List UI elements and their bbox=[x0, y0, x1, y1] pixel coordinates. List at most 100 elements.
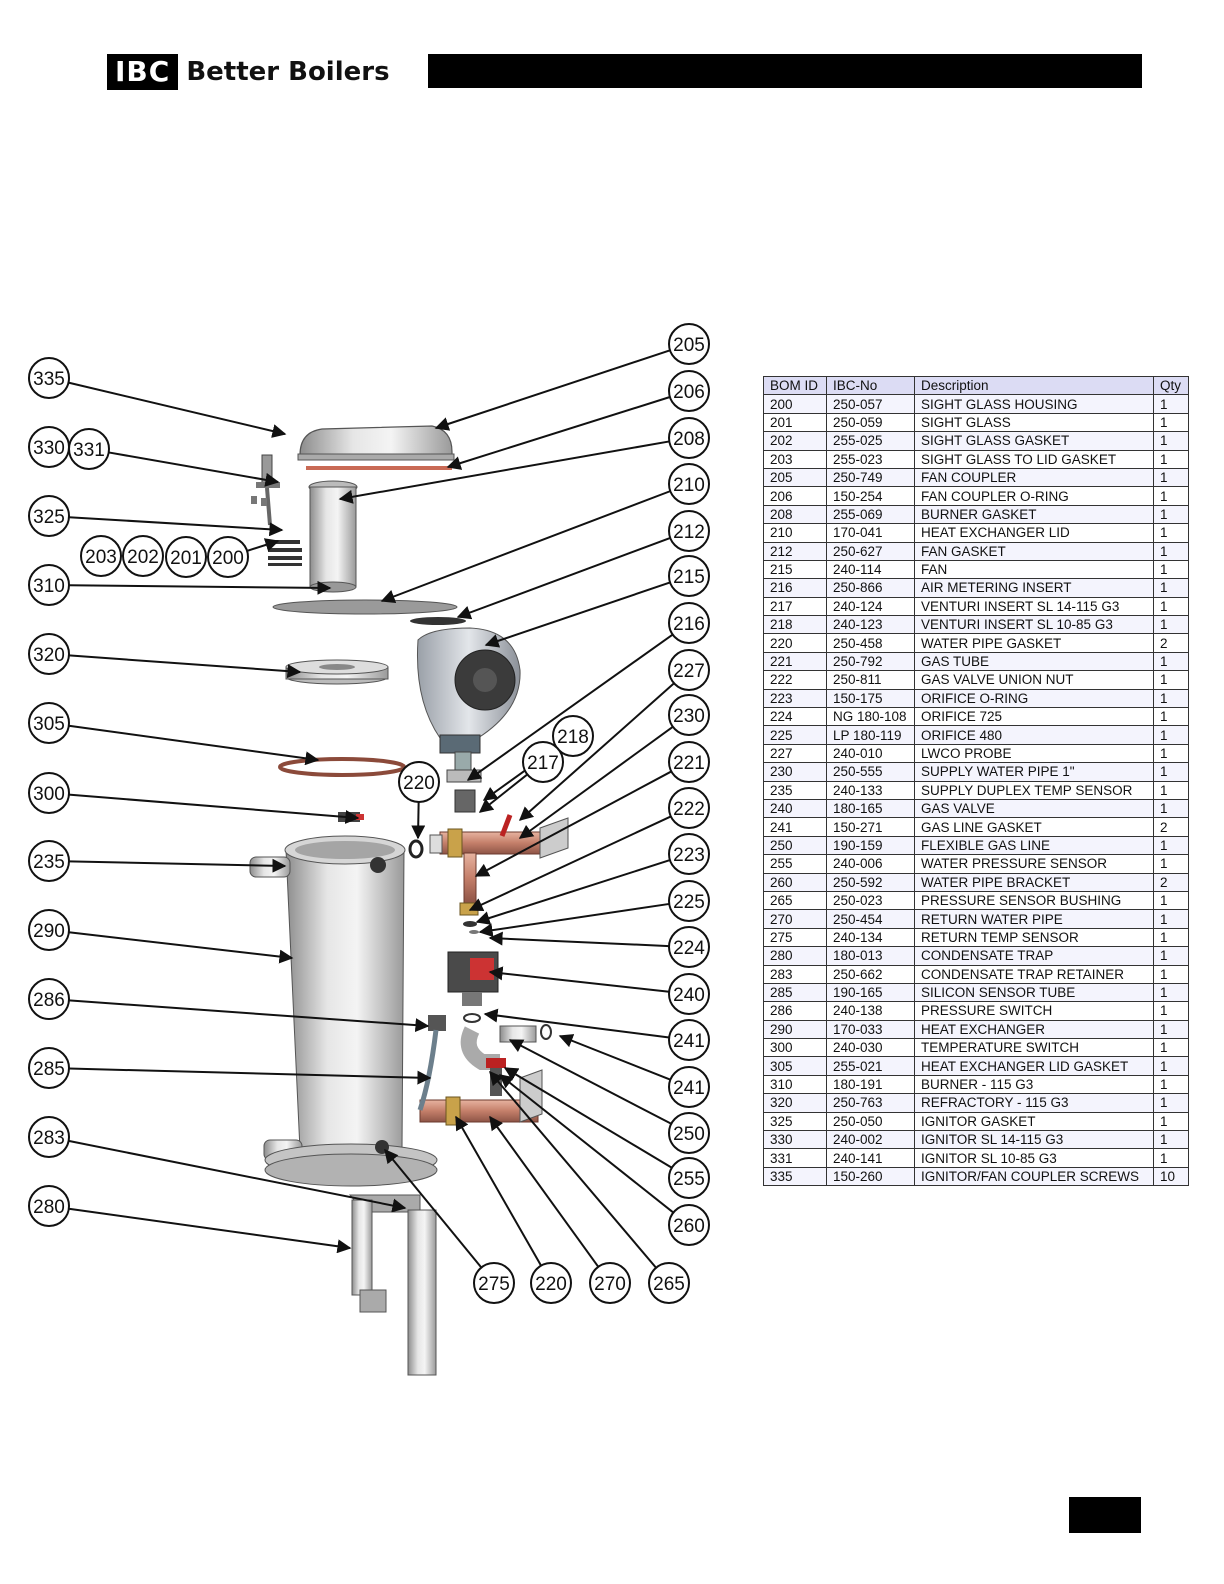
description-cell: IGNITOR/FAN COUPLER SCREWS bbox=[914, 1166, 1154, 1187]
sight-glass-stack-part bbox=[268, 540, 302, 566]
callout-label: 241 bbox=[673, 1031, 705, 1052]
description-cell: FAN bbox=[914, 559, 1154, 580]
callout-label: 220 bbox=[535, 1274, 567, 1295]
supply-pipe-part bbox=[408, 814, 569, 859]
callout-label: 202 bbox=[127, 547, 159, 568]
description-cell: SILICON SENSOR TUBE bbox=[914, 982, 1154, 1003]
callout-circle bbox=[28, 1116, 70, 1158]
callout-leader-line bbox=[68, 1067, 432, 1085]
callout-label: 240 bbox=[673, 985, 705, 1006]
ibc-no-cell: 150-271 bbox=[826, 817, 915, 837]
callout-label: 260 bbox=[673, 1216, 705, 1237]
qty-cell: 1 bbox=[1153, 982, 1189, 1003]
callout-circle bbox=[668, 510, 710, 552]
bom-id-cell: 290 bbox=[763, 1019, 827, 1040]
callout-leader-line bbox=[488, 966, 670, 993]
callout-leader-line bbox=[411, 801, 426, 840]
qty-cell: 1 bbox=[1153, 854, 1189, 874]
callout-circle bbox=[552, 715, 594, 757]
ignitor-part bbox=[251, 454, 280, 526]
callout-label: 270 bbox=[594, 1274, 626, 1295]
callout-label: 320 bbox=[33, 645, 65, 666]
qty-cell: 1 bbox=[1153, 1038, 1189, 1058]
callout-leader-line bbox=[466, 633, 674, 781]
qty-cell: 1 bbox=[1153, 596, 1189, 617]
callout-leader-line bbox=[498, 1074, 674, 1214]
callout-label: 200 bbox=[212, 548, 244, 569]
ibc-no-cell: 150-260 bbox=[826, 1166, 915, 1187]
description-cell: IGNITOR SL 14-115 G3 bbox=[914, 1130, 1154, 1150]
callout-label: 310 bbox=[33, 576, 65, 597]
callout-label: 216 bbox=[673, 614, 705, 635]
return-pipe-part bbox=[419, 1058, 543, 1126]
callout-label: 235 bbox=[33, 852, 65, 873]
ibc-no-cell: 240-123 bbox=[826, 615, 915, 635]
ibc-no-cell: 180-013 bbox=[826, 946, 915, 966]
callout-label: 203 bbox=[85, 547, 117, 568]
callout-circle bbox=[28, 702, 70, 744]
ibc-no-cell: 255-021 bbox=[826, 1056, 915, 1076]
callout-circle bbox=[28, 909, 70, 951]
qty-cell: 1 bbox=[1153, 890, 1189, 911]
ibc-no-cell: 250-627 bbox=[826, 541, 915, 561]
col-bom-id: BOM ID bbox=[763, 375, 827, 396]
ibc-no-cell: 170-033 bbox=[826, 1019, 915, 1040]
callout-label: 215 bbox=[673, 567, 705, 588]
sight-glass-housing-part bbox=[297, 425, 455, 461]
ibc-no-cell: 240-138 bbox=[826, 1001, 915, 1021]
qty-cell: 2 bbox=[1153, 633, 1189, 653]
ibc-no-cell: NG 180-108 bbox=[826, 707, 915, 727]
callout-circle bbox=[122, 535, 164, 577]
qty-cell: 1 bbox=[1153, 541, 1189, 561]
bom-id-cell: 215 bbox=[763, 559, 827, 580]
bom-header-row: BOM ID IBC-No Description Qty bbox=[763, 375, 1189, 396]
bom-id-cell: 280 bbox=[763, 946, 827, 966]
ibc-no-cell: 255-069 bbox=[826, 504, 915, 525]
description-cell: RETURN TEMP SENSOR bbox=[914, 927, 1154, 948]
callout-leader-line bbox=[503, 1067, 673, 1169]
qty-cell: 1 bbox=[1153, 670, 1189, 690]
qty-cell: 1 bbox=[1153, 1130, 1189, 1150]
callout-circle bbox=[668, 787, 710, 829]
qty-cell: 1 bbox=[1153, 909, 1189, 929]
ibc-no-cell: 240-114 bbox=[826, 559, 915, 580]
bom-id-cell: 222 bbox=[763, 670, 827, 690]
bom-id-cell: 235 bbox=[763, 780, 827, 800]
description-cell: SIGHT GLASS GASKET bbox=[914, 431, 1154, 451]
ibc-logo: IBC Better Boilers bbox=[107, 54, 390, 90]
callout-label: 255 bbox=[673, 1169, 705, 1190]
bom-id-cell: 283 bbox=[763, 964, 827, 984]
callout-leader-line bbox=[68, 1139, 407, 1213]
bom-id-cell: 203 bbox=[763, 449, 827, 469]
callout-label: 230 bbox=[673, 706, 705, 727]
bom-id-cell: 216 bbox=[763, 578, 827, 598]
callout-leader-line bbox=[518, 682, 675, 821]
callout-label: 225 bbox=[673, 892, 705, 913]
bom-id-cell: 212 bbox=[763, 541, 827, 561]
description-cell: GAS VALVE bbox=[914, 798, 1154, 819]
qty-cell: 1 bbox=[1153, 449, 1189, 469]
callout-leader-line bbox=[478, 773, 528, 813]
description-cell: RETURN WATER PIPE bbox=[914, 909, 1154, 929]
description-cell: VENTURI INSERT SL 10-85 G3 bbox=[914, 615, 1154, 635]
callout-leader-line bbox=[455, 1115, 542, 1267]
description-cell: ORIFICE 725 bbox=[914, 707, 1154, 727]
fan-gasket-part bbox=[410, 617, 466, 625]
ibc-no-cell: 170-041 bbox=[826, 523, 915, 543]
bom-id-cell: 202 bbox=[763, 431, 827, 451]
qty-cell: 1 bbox=[1153, 431, 1189, 451]
description-cell: WATER PIPE BRACKET bbox=[914, 872, 1154, 892]
qty-cell: 1 bbox=[1153, 504, 1189, 525]
callout-circle bbox=[668, 1019, 710, 1061]
